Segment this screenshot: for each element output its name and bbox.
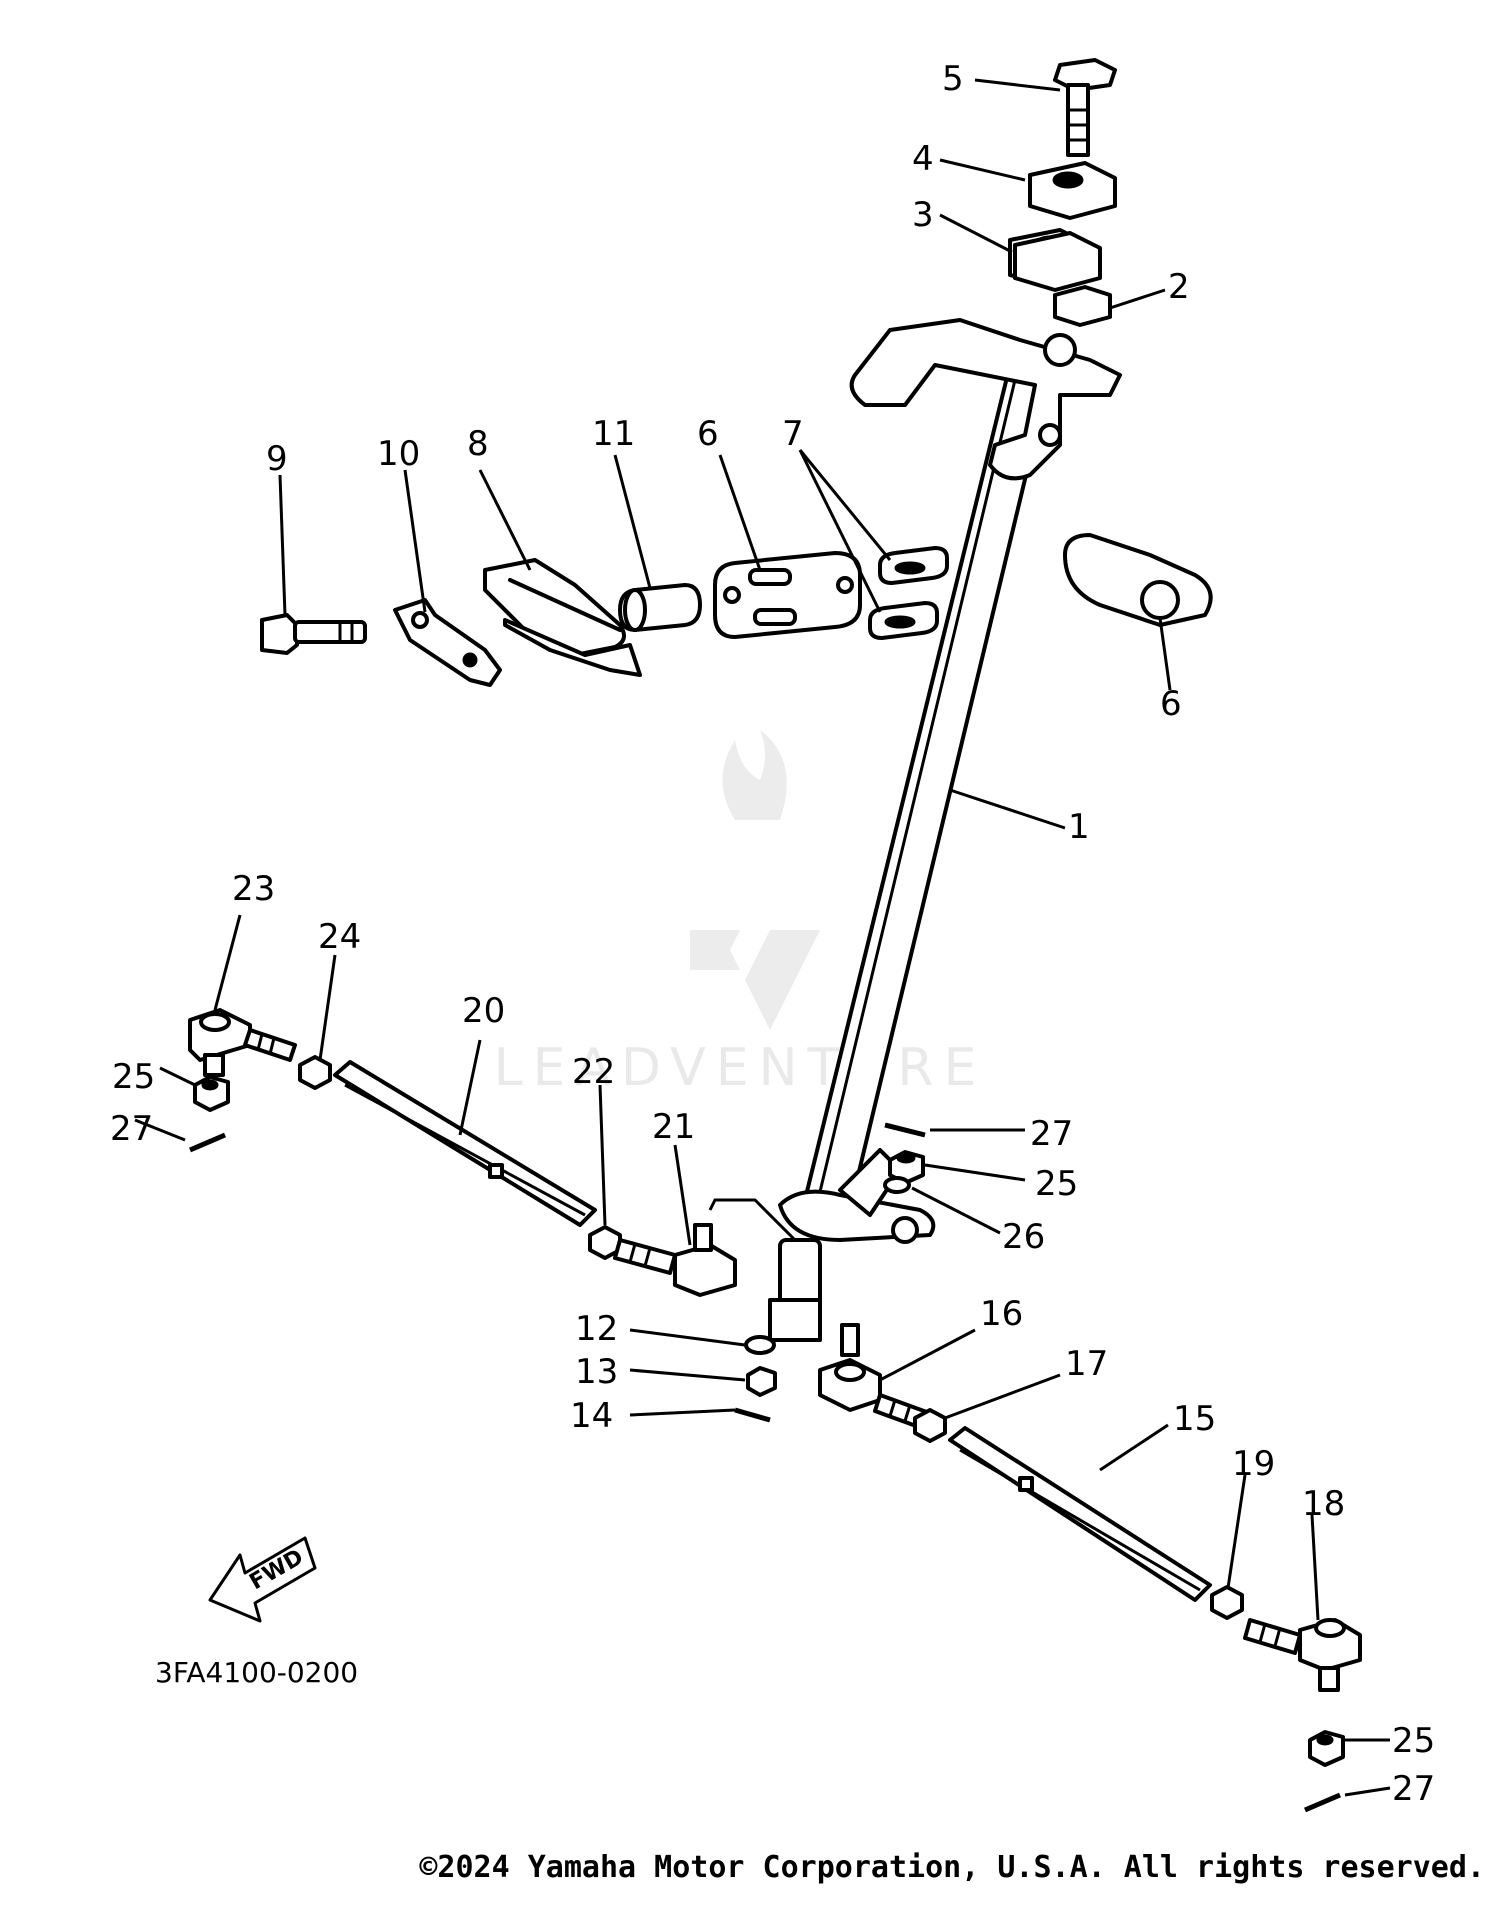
part-clamp-right — [1063, 533, 1213, 627]
part-nut-13 — [746, 1366, 777, 1397]
callout-25-left: 25 — [112, 1057, 155, 1097]
steering-column — [768, 228, 1122, 1342]
callout-26: 26 — [1002, 1217, 1045, 1257]
callout-20: 20 — [462, 991, 505, 1031]
callout-12: 12 — [575, 1309, 618, 1349]
part-tie-rod-end-21 — [613, 1223, 737, 1297]
watermark-text: LEADVENTURE — [494, 1038, 987, 1098]
part-bushings — [868, 546, 949, 640]
callout-27-left: 27 — [110, 1109, 153, 1149]
callout-16: 16 — [980, 1294, 1023, 1334]
leader-lines — [134, 78, 1391, 1797]
callout-numbers: 1 2 3 4 5 6 6 7 8 9 10 11 12 13 14 15 16… — [110, 59, 1435, 1809]
callout-7: 7 — [782, 414, 804, 454]
callout-1: 1 — [1068, 807, 1090, 847]
callout-27-center: 27 — [1030, 1114, 1073, 1154]
callout-5: 5 — [942, 59, 964, 99]
left-tie-rod — [333, 1060, 597, 1227]
callout-14: 14 — [570, 1396, 613, 1436]
part-plate — [483, 558, 642, 677]
part-cotter-27-center — [884, 1122, 926, 1138]
fwd-arrow: FWD — [208, 1536, 317, 1623]
callout-24: 24 — [318, 917, 361, 957]
part-lock-washer — [393, 598, 502, 687]
part-cap — [1053, 285, 1112, 327]
part-washer-12 — [744, 1335, 776, 1355]
callout-9: 9 — [266, 439, 288, 479]
callout-15: 15 — [1173, 1399, 1216, 1439]
callout-19: 19 — [1232, 1444, 1275, 1484]
callout-13: 13 — [575, 1352, 618, 1392]
part-cotter-14 — [734, 1407, 771, 1423]
callout-22: 22 — [572, 1052, 615, 1092]
callout-6-right: 6 — [1160, 684, 1182, 724]
part-tie-rod-end-left — [188, 1008, 297, 1077]
callout-27-right: 27 — [1392, 1769, 1435, 1809]
callout-25-center: 25 — [1035, 1164, 1078, 1204]
callout-18: 18 — [1302, 1484, 1345, 1524]
callout-8: 8 — [467, 424, 489, 464]
part-nut-25-center — [888, 1150, 925, 1185]
callout-23: 23 — [232, 869, 275, 909]
callout-10: 10 — [377, 434, 420, 474]
callout-25-right: 25 — [1392, 1721, 1435, 1761]
part-collar — [618, 583, 702, 632]
right-tie-rod — [948, 1426, 1212, 1602]
copyright-notice: ©2024 Yamaha Motor Corporation, U.S.A. A… — [419, 1850, 1485, 1885]
diagram-code: 3FA4100-0200 — [155, 1656, 358, 1689]
callout-21: 21 — [652, 1107, 695, 1147]
part-cotter-27-left — [189, 1132, 226, 1153]
part-tie-rod-end-right — [1243, 1618, 1362, 1692]
part-nut-24 — [298, 1055, 332, 1090]
callout-2: 2 — [1168, 267, 1190, 307]
callout-11: 11 — [592, 414, 635, 454]
part-washer-26 — [883, 1176, 911, 1194]
part-nut-17 — [913, 1408, 947, 1443]
part-clamp-left — [713, 551, 862, 639]
callout-17: 17 — [1065, 1344, 1108, 1384]
part-bolt-9 — [260, 613, 367, 655]
watermark: LEADVENTURE — [494, 730, 987, 1098]
part-bolt-top — [1053, 58, 1117, 157]
part-nut-25-left — [193, 1075, 230, 1112]
callout-4: 4 — [912, 139, 934, 179]
part-holder-upper — [1028, 161, 1117, 220]
part-nut-19 — [1210, 1585, 1244, 1620]
part-nut-25-right — [1308, 1730, 1345, 1767]
part-holder-lower — [1013, 231, 1102, 292]
callout-3: 3 — [912, 195, 934, 235]
callout-6-left: 6 — [697, 414, 719, 454]
part-cotter-27-right — [1304, 1792, 1341, 1813]
